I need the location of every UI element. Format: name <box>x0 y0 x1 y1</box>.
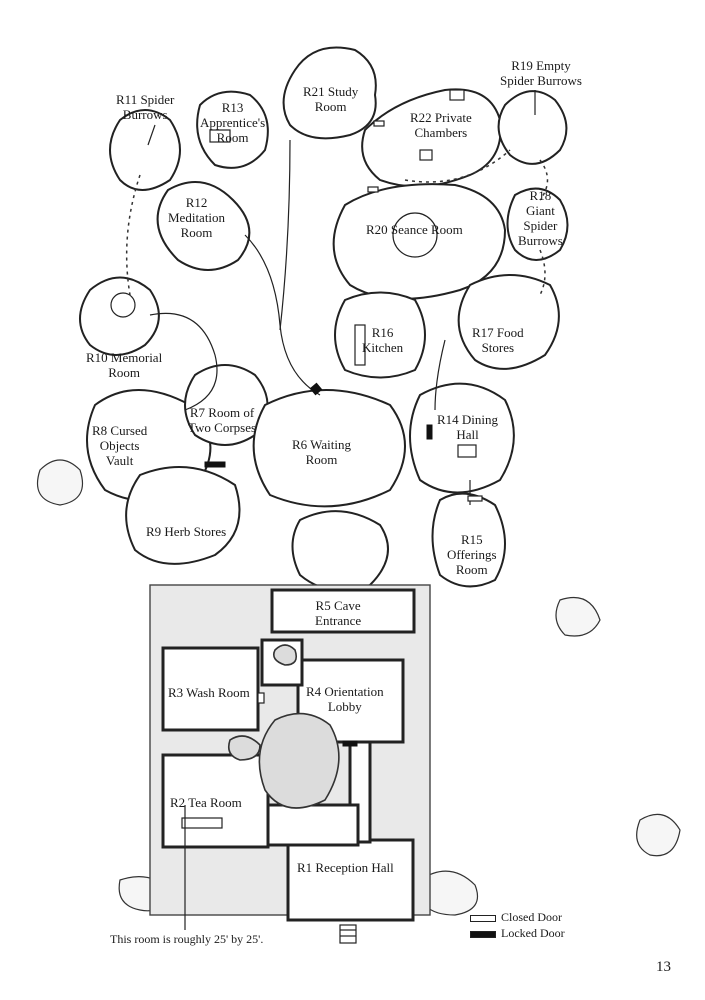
room-label-r11: R11 Spider Burrows <box>116 92 175 122</box>
room-r2 <box>161 753 270 849</box>
room-label-r8: R8 Cursed Objects Vault <box>92 423 148 468</box>
room-label-r15: R15 Offerings Room <box>447 532 497 577</box>
cave-r9 <box>125 466 241 565</box>
room-label-r1: R1 Reception Hall <box>297 860 394 875</box>
doors <box>204 120 483 747</box>
room-details <box>110 89 477 829</box>
seance-table <box>392 212 438 258</box>
cave-r12 <box>156 181 251 271</box>
legend-locked-door: Locked Door <box>470 926 565 941</box>
r11-leader-line <box>147 124 156 146</box>
room-label-r7: R7 Room of Two Corpses <box>188 405 257 435</box>
cave-r21 <box>282 46 377 140</box>
page-number: 13 <box>656 959 671 975</box>
legend-closed-door: Closed Door <box>470 910 562 925</box>
room-label-r3: R3 Wash Room <box>168 685 250 700</box>
room-label-r6: R6 Waiting Room <box>292 437 352 467</box>
cave-r19 <box>497 90 568 165</box>
room-label-r10: R10 Memorial Room <box>86 350 163 380</box>
cave-r14 <box>409 382 515 494</box>
tunnels <box>149 139 471 505</box>
room-label-r16: R16 Kitchen <box>362 325 404 355</box>
room-label-r18: R18 Giant Spider Burrows <box>518 188 563 248</box>
room-label-r22: R22 Private Chambers <box>410 110 472 140</box>
room-r1 <box>286 838 415 922</box>
room-r4 <box>296 658 405 744</box>
locked-door-swatch <box>470 930 496 938</box>
cave-r22 <box>361 88 502 188</box>
built-rooms <box>149 584 431 944</box>
closed-door-swatch <box>470 914 496 922</box>
room-r5 <box>270 588 416 634</box>
room-label-r20: R20 Seance Room <box>366 222 463 237</box>
cave-r18 <box>506 187 569 261</box>
cave-passage <box>291 510 389 592</box>
room-label-r21: R21 Study Room <box>303 84 359 114</box>
room-label-r12: R12 Meditation Room <box>168 195 226 240</box>
room-label-r4: R4 Orientation Lobby <box>306 684 384 714</box>
legend-locked-door-label: Locked Door <box>501 926 565 940</box>
cave-r6 <box>252 389 406 508</box>
room-label-r5: R5 Cave Entrance <box>315 598 362 628</box>
spider-trails <box>125 149 549 296</box>
room-label-r14: R14 Dining Hall <box>437 412 499 442</box>
scale-note: This room is roughly 25' by 25'. <box>110 932 264 946</box>
rock-debris <box>36 459 681 916</box>
room-label-r9: R9 Herb Stores <box>146 524 227 539</box>
cave-r17 <box>457 274 560 370</box>
cave-r13 <box>196 90 269 169</box>
room-label-r19: R19 Empty Spider Burrows <box>500 58 582 88</box>
corridor-south <box>266 803 360 847</box>
legend-closed-door-label: Closed Door <box>501 910 562 924</box>
natural-caves <box>79 46 569 592</box>
room-r3 <box>161 646 260 732</box>
memorial-circle <box>110 292 136 318</box>
room-label-r17: R17 Food Stores <box>472 325 524 355</box>
cave-r11 <box>109 109 181 191</box>
room-label-r13: R13 Apprentice's Room <box>200 100 266 145</box>
room-label-r2: R2 Tea Room <box>170 795 242 810</box>
